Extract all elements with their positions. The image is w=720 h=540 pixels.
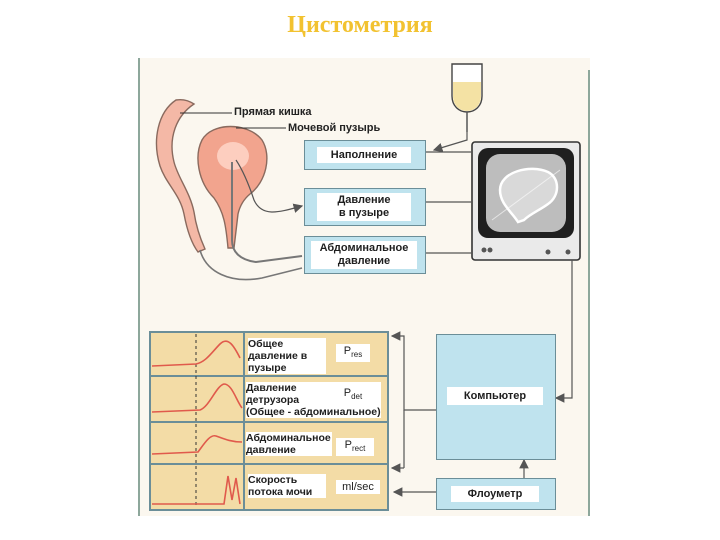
page-title: Цистометрия xyxy=(287,12,433,38)
bladder-pressure-line2: в пузыре xyxy=(338,207,390,219)
computer-label: Компьютер xyxy=(447,387,543,405)
catheter-filling xyxy=(235,159,304,213)
prect-label: Абдоминальное давление xyxy=(246,432,332,456)
rectum-label: Прямая кишка xyxy=(234,106,312,118)
filling-label: Наполнение xyxy=(317,147,411,163)
prect-unit: Prect xyxy=(336,438,374,457)
pres-line3: пузыре xyxy=(248,362,287,374)
pres-line1: Общее xyxy=(248,338,284,350)
bladder-highlight xyxy=(217,142,249,170)
pdet-line2: детрузора xyxy=(246,394,300,406)
panel-edge-right xyxy=(588,70,590,516)
abdominal-line1: Абдоминальное xyxy=(319,242,409,254)
flowmeter-label: Флоуметр xyxy=(451,486,539,502)
pdet-unit: Pdet xyxy=(336,386,370,405)
pdet-line3: (Общее - абдоминальное) xyxy=(246,406,381,418)
pres-unit: Pres xyxy=(336,344,370,363)
pres-line2: давление в xyxy=(248,350,308,362)
trace-pres xyxy=(151,340,241,367)
flow-line1: Скорость xyxy=(248,474,298,486)
bladder-label: Мочевой пузырь xyxy=(288,122,381,134)
panel-edge-left xyxy=(138,58,140,516)
bladder-pressure-box: Давление в пузыре xyxy=(304,188,426,226)
flow-unit: ml/sec xyxy=(336,480,380,494)
trace-prect xyxy=(151,434,243,455)
abdominal-pressure-label: Абдоминальное давление xyxy=(311,241,417,269)
pres-label: Общее давление в пузыре xyxy=(248,338,326,374)
trace-flow xyxy=(152,475,241,505)
abdominal-line2: давление xyxy=(337,255,391,267)
computer-box: Компьютер xyxy=(436,334,556,460)
catheter-rectal xyxy=(199,249,303,281)
prect-line2: давление xyxy=(246,444,296,456)
filling-box: Наполнение xyxy=(304,140,426,170)
prect-line1: Абдоминальное xyxy=(246,432,331,444)
pdet-line1: Давление xyxy=(246,382,297,394)
bladder-pressure-label: Давление в пузыре xyxy=(317,193,411,221)
flow-label: Скорость потока мочи xyxy=(248,474,326,498)
rectum-shape xyxy=(155,98,206,253)
trace-pdet xyxy=(151,383,243,413)
catheter-bladder xyxy=(231,162,303,264)
abdominal-pressure-box: Абдоминальное давление xyxy=(304,236,426,274)
flowmeter-box: Флоуметр xyxy=(436,478,556,510)
bladder-pressure-line1: Давление xyxy=(337,194,391,206)
flow-line2: потока мочи xyxy=(248,486,313,498)
